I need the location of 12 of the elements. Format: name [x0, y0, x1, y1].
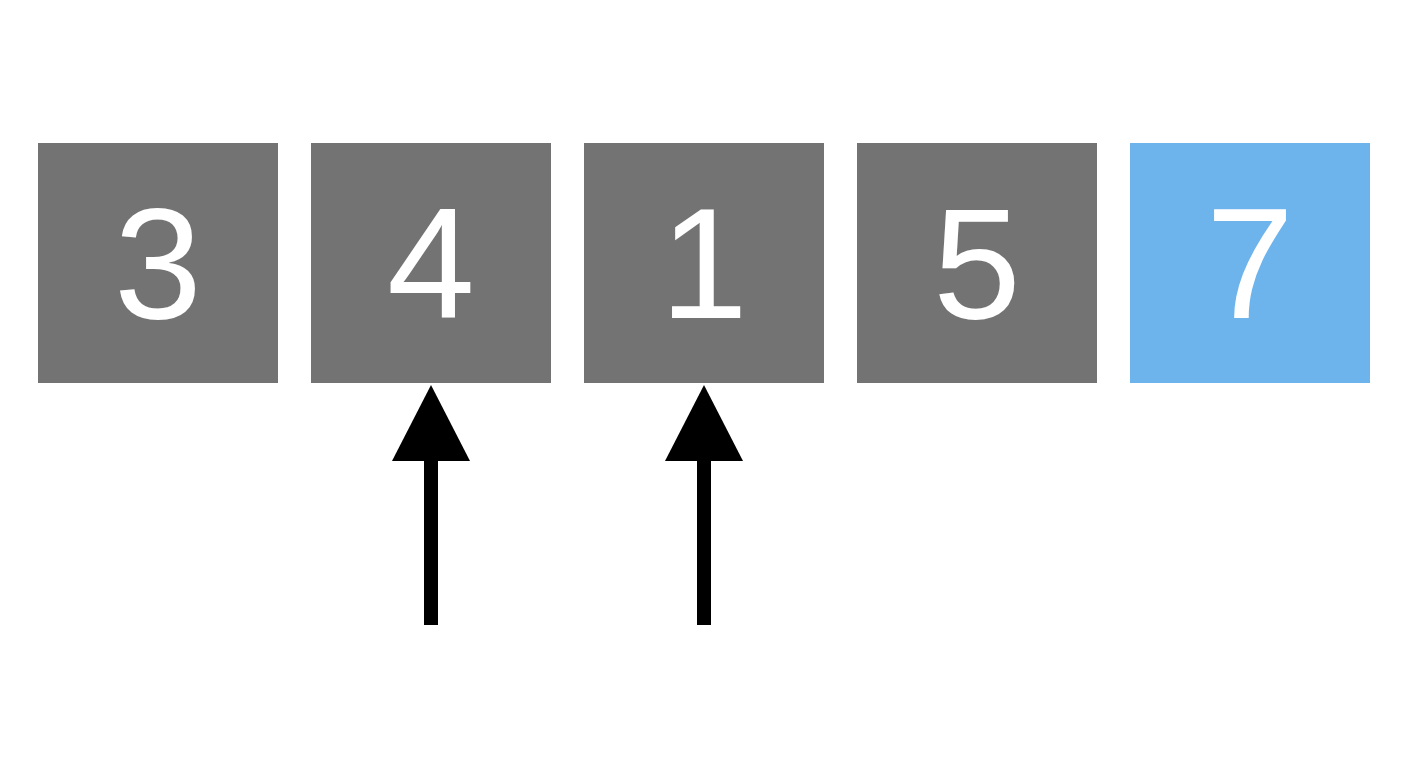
cell-value: 7	[1206, 184, 1294, 342]
pointer-arrow	[392, 385, 470, 625]
pointer-arrow	[665, 385, 743, 625]
array-cell	[38, 143, 278, 383]
array-cell	[857, 143, 1097, 383]
cell-value: 5	[933, 184, 1021, 342]
cell-value: 1	[660, 184, 748, 342]
array-cell	[311, 143, 551, 383]
cell-value: 3	[114, 184, 202, 342]
cell-value: 4	[387, 184, 475, 342]
array-cell	[1130, 143, 1370, 383]
array-cell	[584, 143, 824, 383]
